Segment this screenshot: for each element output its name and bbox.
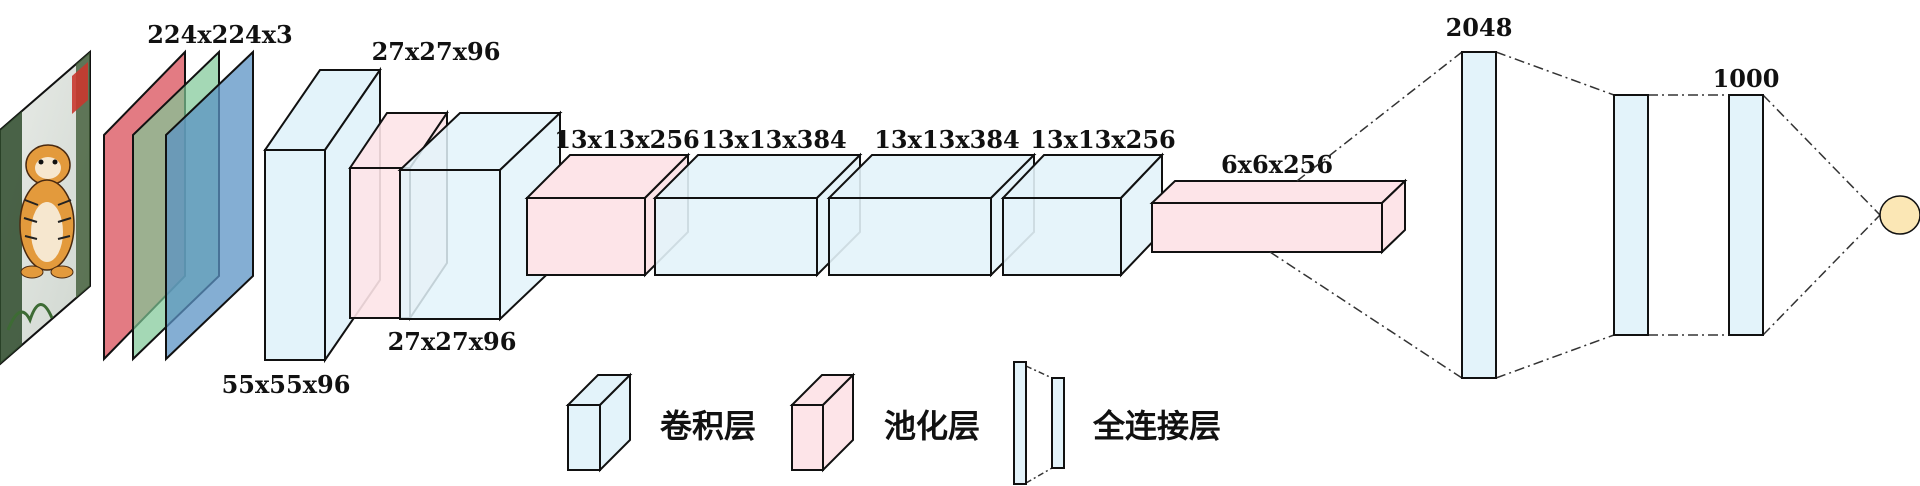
fc2-block bbox=[1613, 94, 1649, 336]
legend-fc-icon bbox=[1013, 361, 1065, 485]
pool1-label: 27x27x96 bbox=[372, 37, 501, 66]
conv5-block bbox=[1000, 152, 1165, 278]
conv5-label: 13x13x256 bbox=[1030, 125, 1176, 154]
fc-connection-lines bbox=[1269, 51, 1881, 379]
fc3-block bbox=[1728, 94, 1764, 336]
conv4-block bbox=[826, 152, 1037, 278]
conv3-label: 13x13x384 bbox=[701, 125, 847, 154]
input-channels bbox=[103, 49, 254, 362]
pool3-block bbox=[1149, 178, 1408, 255]
conv2-label: 27x27x96 bbox=[388, 327, 517, 356]
conv1-label: 55x55x96 bbox=[222, 370, 351, 399]
legend: 卷积层 池化层 全连接层 bbox=[565, 361, 1221, 485]
tiger-image-icon bbox=[0, 49, 91, 366]
legend-pool-label: 池化层 bbox=[884, 407, 980, 445]
blue-channel bbox=[165, 49, 254, 362]
pool3-label: 6x6x256 bbox=[1221, 150, 1333, 179]
conv4-label: 13x13x384 bbox=[874, 125, 1020, 154]
legend-fc-label: 全连接层 bbox=[1092, 407, 1221, 445]
legend-conv-icon bbox=[565, 372, 633, 473]
fc1-label: 2048 bbox=[1446, 13, 1513, 42]
fc3-label: 1000 bbox=[1713, 64, 1780, 93]
input-size-label: 224x224x3 bbox=[147, 20, 293, 49]
output-node bbox=[1879, 195, 1920, 235]
fc1-block bbox=[1461, 51, 1497, 379]
legend-pool-icon bbox=[789, 372, 856, 473]
legend-conv-label: 卷积层 bbox=[660, 407, 756, 445]
pool2-label: 13x13x256 bbox=[554, 125, 700, 154]
